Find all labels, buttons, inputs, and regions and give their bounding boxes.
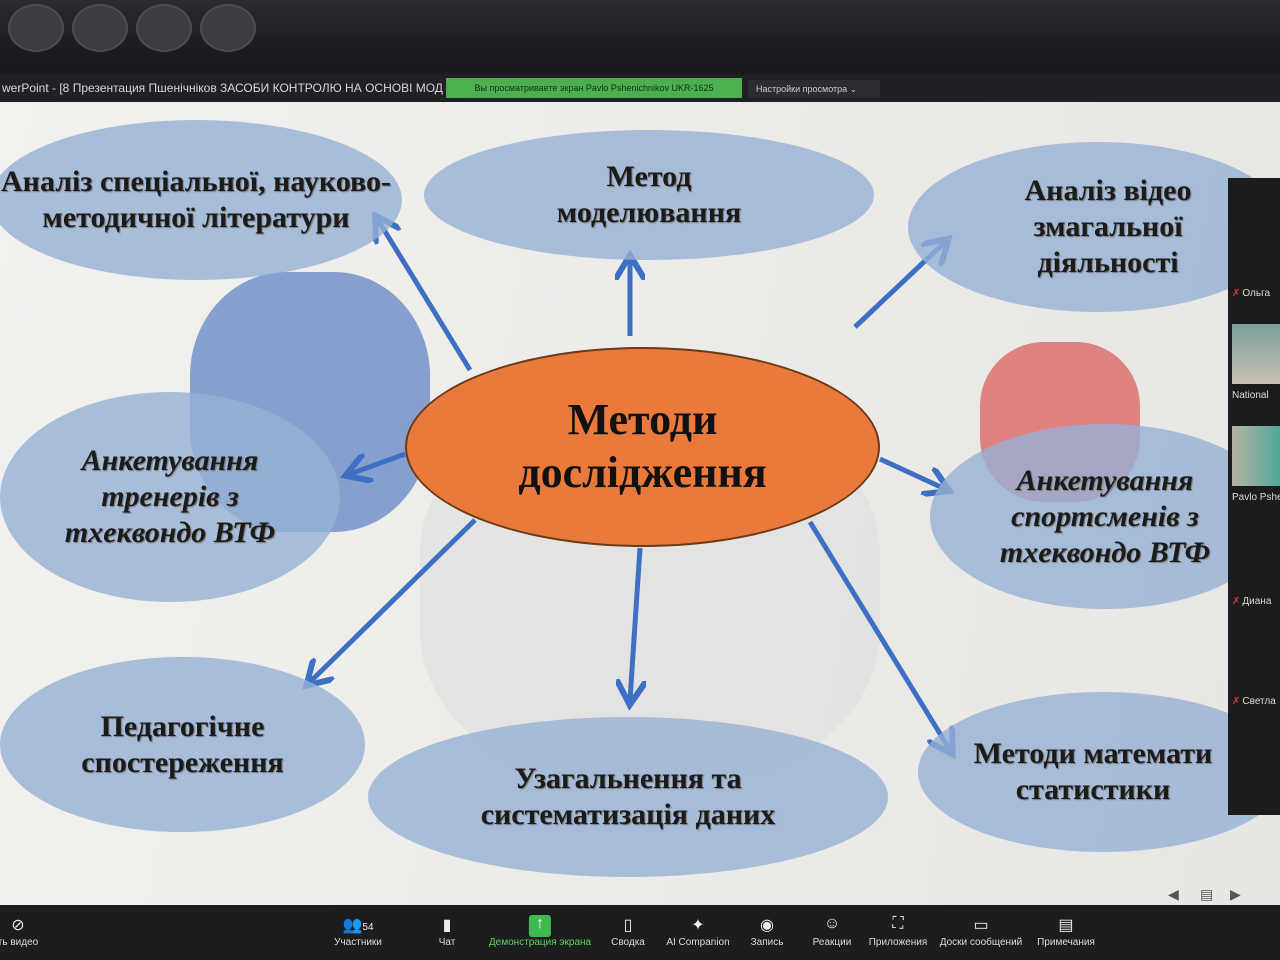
oval-literature: Аналіз спеціальної, науково-методичної л… <box>0 120 402 280</box>
view-settings-button[interactable]: Настройки просмотра ⌄ <box>748 80 880 98</box>
video-button[interactable]: ⊘ть видео <box>0 915 38 948</box>
share-screen-button[interactable]: ↑Демонстрация экрана <box>488 915 592 948</box>
document-icon: ▯ <box>623 917 633 934</box>
next-slide-icon[interactable]: ▶ <box>1230 886 1241 902</box>
share-banner: Вы просматриваете экран Pavlo Pshenichni… <box>446 78 742 98</box>
top-button[interactable] <box>136 4 192 52</box>
prev-slide-icon[interactable]: ◀ <box>1168 886 1179 902</box>
participant[interactable]: ✗Светла <box>1232 696 1276 707</box>
participant[interactable]: ✗Ольга <box>1232 288 1271 299</box>
top-button[interactable] <box>200 4 256 52</box>
chat-icon: ▮ <box>442 917 452 934</box>
summary-button[interactable]: ▯Сводка <box>611 917 645 948</box>
mic-muted-icon: ✗ <box>1232 696 1241 707</box>
arrow <box>350 451 406 474</box>
smile-icon: ☺ <box>823 915 841 932</box>
participant-video[interactable] <box>1232 426 1280 486</box>
board-icon: ▭ <box>973 917 989 934</box>
participant[interactable]: ✗Диана <box>1232 596 1272 607</box>
arrow <box>878 456 945 489</box>
top-button[interactable] <box>8 4 64 52</box>
oval-observation: Педагогічне спостереження <box>0 657 365 832</box>
center-oval: Методи дослідження <box>405 347 880 547</box>
record-button[interactable]: ◉Запись <box>750 917 784 948</box>
oval-statistics: Методи математи статистики <box>918 692 1280 852</box>
notes-button[interactable]: ▤Примечания <box>1037 917 1095 948</box>
participant[interactable]: Pavlo Pshe <box>1232 492 1280 503</box>
slide: Аналіз спеціальної, науково-методичної л… <box>0 102 1280 905</box>
sparkle-icon: ✦ <box>691 917 705 934</box>
oval-coach-survey: Анкетування тренерів з тхеквондо ВТФ <box>0 392 340 602</box>
oval-modeling: Метод моделювання <box>424 130 874 260</box>
top-bar <box>0 0 1280 72</box>
arrow <box>378 220 473 372</box>
mic-muted-icon: ✗ <box>1232 288 1241 299</box>
apps-icon: ⛶ <box>892 915 904 932</box>
participants-panel: ✗Ольга National Pavlo Pshe ✗Диана ✗Светл… <box>1228 178 1280 815</box>
video-off-icon: ⊘ <box>11 917 25 934</box>
apps-button[interactable]: ⛶Приложения <box>868 915 928 948</box>
view-settings-label: Настройки просмотра <box>756 84 848 94</box>
reactions-button[interactable]: ☺Реакции <box>812 915 852 948</box>
share-arrow-icon: ↑ <box>529 915 551 937</box>
arrow <box>310 518 477 682</box>
oval-video-analysis: Аналіз відео змагальної діяльності <box>908 142 1280 312</box>
record-icon: ◉ <box>760 917 774 934</box>
top-button[interactable] <box>72 4 128 52</box>
arrow <box>630 547 640 700</box>
people-icon: 👥54 <box>342 917 374 934</box>
ai-companion-button[interactable]: ✦AI Companion <box>666 917 730 948</box>
arrow <box>807 520 950 750</box>
participant[interactable]: National <box>1232 390 1269 401</box>
notes-icon: ▤ <box>1058 917 1074 934</box>
boards-button[interactable]: ▭Доски сообщений <box>939 917 1023 948</box>
slide-sorter-icon[interactable]: ▤ <box>1200 886 1214 902</box>
oval-athlete-survey: Анкетування спортсменів з тхеквондо ВТФ <box>930 424 1280 609</box>
mic-muted-icon: ✗ <box>1232 596 1241 607</box>
oval-generalization: Узагальнення та систематизація даних <box>368 717 888 877</box>
chat-button[interactable]: ▮Чат <box>438 917 456 948</box>
participant-video[interactable] <box>1232 324 1280 384</box>
